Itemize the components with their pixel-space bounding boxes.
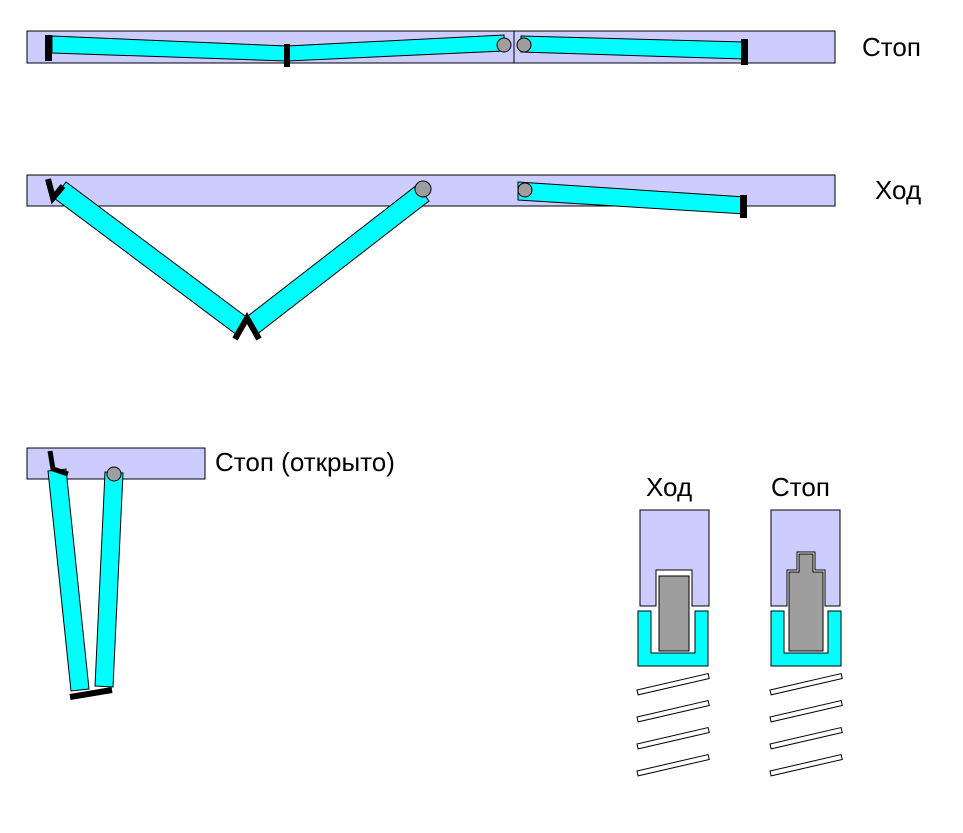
slat-channel-profile bbox=[770, 610, 842, 667]
stop-tab-bottom bbox=[69, 687, 113, 700]
louver-slat bbox=[636, 726, 710, 750]
stop-tab-right bbox=[740, 195, 747, 218]
louver-slat bbox=[769, 699, 843, 723]
fold-arm-right bbox=[243, 184, 430, 336]
label-stop-open: Стоп (открыто) bbox=[215, 447, 395, 477]
louver-slat bbox=[636, 699, 710, 723]
stop-tab-left-rotated bbox=[45, 178, 66, 205]
hinge-pin-right bbox=[516, 37, 532, 53]
lock-pin-engaged bbox=[788, 553, 824, 652]
louver-slat bbox=[769, 672, 843, 696]
hinge-pin-left bbox=[496, 37, 512, 53]
pivot-pin bbox=[106, 466, 122, 482]
slat-channel-profile bbox=[637, 610, 709, 667]
section-run: Ход bbox=[26, 174, 921, 341]
detail-stop: Стоп bbox=[769, 472, 843, 777]
label-run: Ход bbox=[875, 175, 921, 205]
fold-hinge-tab bbox=[232, 311, 262, 341]
stop-tab-middle bbox=[284, 44, 290, 67]
hanging-slat-right bbox=[94, 471, 124, 688]
section-stop-closed: Стоп bbox=[26, 30, 921, 67]
louver-slat bbox=[769, 726, 843, 750]
louver-slat bbox=[636, 753, 710, 777]
hanging-slat-left bbox=[47, 468, 90, 692]
rail-profile bbox=[639, 509, 710, 607]
stop-tab-left bbox=[45, 35, 52, 61]
label-detail-stop: Стоп bbox=[771, 472, 830, 502]
stop-tab-top bbox=[47, 450, 69, 477]
louver-slat bbox=[636, 672, 710, 696]
rail-profile-with-recess bbox=[770, 509, 841, 607]
detail-run: Ход bbox=[636, 472, 710, 777]
label-detail-run: Ход bbox=[646, 472, 692, 502]
label-stop-closed: Стоп bbox=[862, 32, 921, 62]
lock-pin-disengaged bbox=[658, 575, 690, 652]
pivot-pin-left bbox=[414, 180, 432, 198]
section-stop-open: Стоп (открыто) bbox=[26, 447, 395, 700]
pivot-pin-right bbox=[517, 182, 533, 198]
louver-slat bbox=[769, 753, 843, 777]
stop-tab-right bbox=[741, 39, 748, 65]
